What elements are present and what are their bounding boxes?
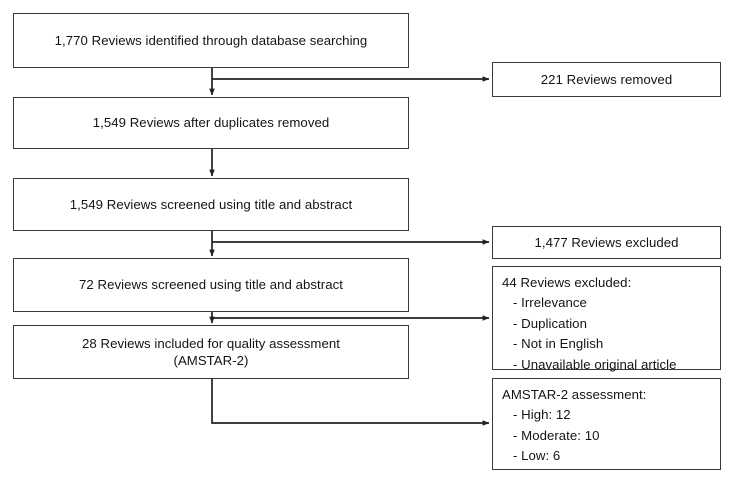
node-reviews-excluded-44: 44 Reviews excluded: - Irrelevance - Dup… <box>492 266 721 373</box>
node-reviews-included-text: 28 Reviews included for quality assessme… <box>74 335 348 370</box>
amstar2-assessment-heading: AMSTAR-2 assessment: <box>502 387 647 402</box>
excluded-44-content: 44 Reviews excluded: - Irrelevance - Dup… <box>502 274 720 373</box>
node-reviews-after-duplicates-label: 1,549 Reviews after duplicates removed <box>92 115 330 131</box>
amstar2-assessment-item: - Low: 6 <box>513 448 561 464</box>
amstar2-assessment-content: AMSTAR-2 assessment: - High: 12 - Modera… <box>502 386 720 465</box>
excluded-44-item: - Unavailable original article <box>513 356 677 372</box>
node-reviews-excluded-1477-label: 1,477 Reviews excluded <box>534 234 679 250</box>
node-reviews-screened-first: 1,549 Reviews screened using title and a… <box>13 178 409 231</box>
node-reviews-included-line1: 28 Reviews included for quality assessme… <box>82 335 340 351</box>
excluded-44-item: - Irrelevance <box>513 295 587 311</box>
node-reviews-included-line2: (AMSTAR-2) <box>173 353 249 368</box>
node-reviews-included: 28 Reviews included for quality assessme… <box>13 325 409 379</box>
node-reviews-after-duplicates: 1,549 Reviews after duplicates removed <box>13 97 409 149</box>
excluded-44-heading: 44 Reviews excluded: <box>502 275 632 290</box>
node-reviews-identified-label: 1,770 Reviews identified through databas… <box>54 32 368 48</box>
node-reviews-identified: 1,770 Reviews identified through databas… <box>13 13 409 68</box>
node-reviews-screened-second-label: 72 Reviews screened using title and abst… <box>79 277 343 293</box>
node-amstar2-assessment: AMSTAR-2 assessment: - High: 12 - Modera… <box>492 378 721 470</box>
amstar2-assessment-item: - High: 12 <box>513 407 571 423</box>
excluded-44-item: - Not in English <box>513 336 604 352</box>
node-reviews-excluded-1477: 1,477 Reviews excluded <box>492 226 721 259</box>
node-reviews-screened-second: 72 Reviews screened using title and abst… <box>13 258 409 312</box>
node-reviews-screened-first-label: 1,549 Reviews screened using title and a… <box>69 196 353 212</box>
node-reviews-removed: 221 Reviews removed <box>492 62 721 97</box>
excluded-44-item: - Duplication <box>513 315 587 331</box>
node-reviews-removed-label: 221 Reviews removed <box>540 71 673 87</box>
amstar2-assessment-item: - Moderate: 10 <box>513 427 600 443</box>
